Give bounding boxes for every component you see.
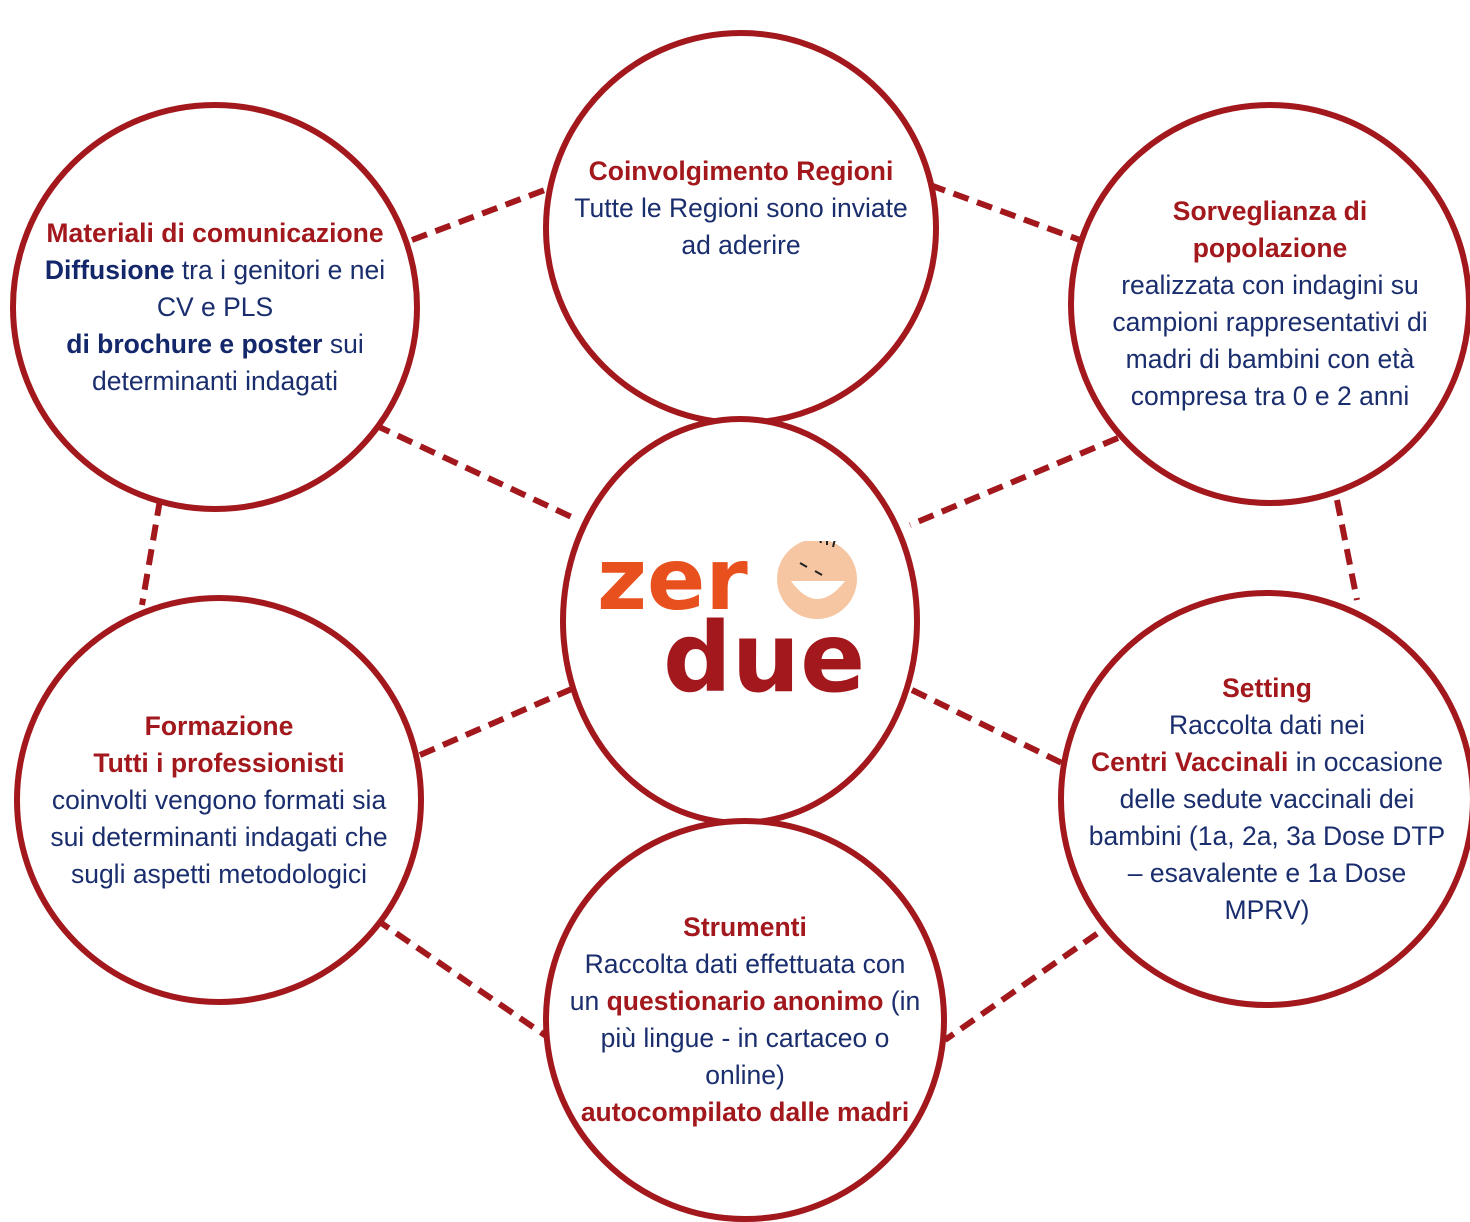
spoke-sorveglianza	[908, 435, 1120, 528]
keyword-diffusione: Diffusione	[44, 254, 175, 285]
body-text: in occasione delle sedute vaccinali dei …	[1088, 746, 1446, 925]
node-body: Tutte le Regioni sono inviate ad aderire	[574, 192, 908, 260]
node-footer: autocompilato dalle madri	[580, 1097, 910, 1127]
body-text: tra i genitori e nei CV e PLS	[156, 254, 386, 322]
node-title: Strumenti	[683, 912, 807, 942]
node-subtitle: Tutti i professionisti	[93, 747, 345, 778]
node-title: Setting	[1222, 672, 1312, 703]
spoke-materiali	[373, 422, 580, 523]
node-body: di brochure e poster sui determinanti in…	[38, 326, 392, 400]
node-strumenti: Strumenti Raccolta dati effettuata con u…	[543, 818, 947, 1222]
baby-eye-icon	[799, 562, 808, 568]
link-strumenti-formazione	[353, 902, 554, 1043]
node-title: Coinvolgimento Regioni	[588, 155, 894, 186]
spoke-formazione	[418, 685, 576, 758]
baby-mouth-icon	[791, 581, 845, 599]
baby-eye-icon	[814, 570, 823, 576]
zerodue-logo: zer due	[597, 541, 865, 701]
link-materiali-coinvolgimento	[410, 182, 560, 243]
body-text: Raccolta dati effettuata con un	[569, 949, 906, 1016]
keyword-brochure: di brochure e poster	[66, 328, 323, 359]
node-title: Sorveglianza di popolazione	[1172, 196, 1368, 263]
body-text: sui determinanti indagati	[91, 328, 364, 396]
node-center-logo: zer due	[560, 416, 920, 826]
logo-text-zer: zer	[597, 541, 748, 630]
link-formazione-materiali	[139, 499, 163, 606]
node-body: Centri Vaccinali in occasione delle sedu…	[1086, 744, 1448, 929]
node-body: Raccolta dati effettuata con un question…	[567, 946, 923, 1094]
node-coinvolgimento-regioni: Coinvolgimento Regioni Tutte le Regioni …	[543, 30, 939, 426]
node-setting: Setting Raccolta dati nei Centri Vaccina…	[1058, 590, 1470, 1008]
node-sorveglianza-popolazione: Sorveglianza di popolazione realizzata c…	[1068, 102, 1470, 506]
baby-hair-icon	[819, 541, 822, 544]
node-body: coinvolti vengono formati sia sui determ…	[50, 784, 388, 889]
node-body-intro: Raccolta dati nei	[1169, 709, 1365, 740]
spoke-setting	[910, 687, 1068, 768]
node-body: realizzata con indagini su campioni rapp…	[1112, 270, 1428, 411]
baby-hair-icon	[832, 541, 836, 548]
node-title: Formazione	[144, 710, 294, 741]
node-materiali-comunicazione: Materiali di comunicazione Diffusione tr…	[10, 102, 420, 512]
body-text: (in più lingue - in cartaceo o online)	[600, 986, 921, 1090]
node-body: Diffusione tra i genitori e nei CV e PLS	[38, 252, 392, 326]
baby-face-icon	[777, 541, 857, 619]
logo-text-due: due	[663, 602, 865, 701]
keyword-questionario: questionario anonimo	[606, 986, 884, 1016]
node-formazione: Formazione Tutti i professionisti coinvo…	[14, 595, 424, 1005]
node-title: Materiali di comunicazione	[46, 217, 384, 248]
keyword-centri-vaccinali: Centri Vaccinali	[1090, 746, 1289, 777]
link-sorveglianza-setting	[1334, 499, 1360, 601]
link-coinvolgimento-sorveglianza	[928, 182, 1082, 243]
